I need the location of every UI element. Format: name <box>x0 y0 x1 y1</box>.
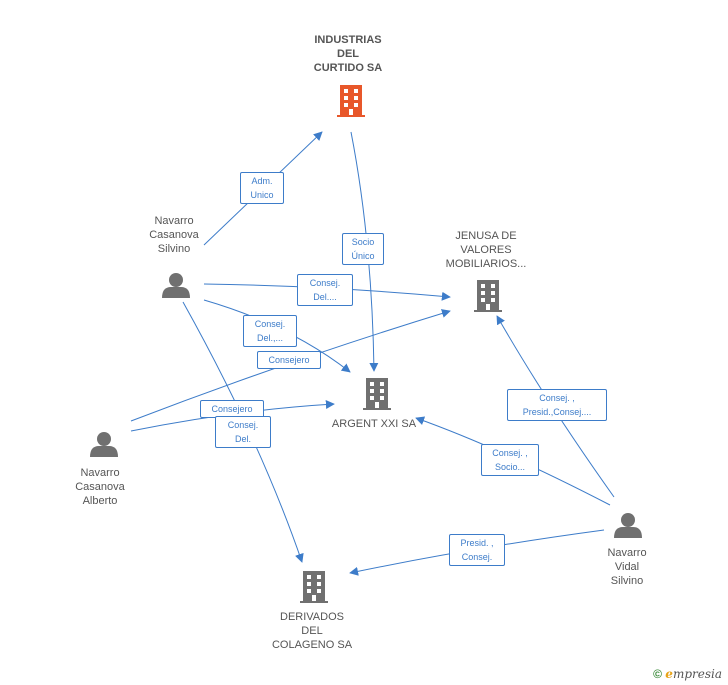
node-label-line: DEL <box>337 48 359 60</box>
edge-label-presid-consej-jenusa[interactable]: Consej. , Presid.,Consej.... <box>507 389 607 421</box>
edge-label-line: Consej. <box>254 319 286 329</box>
node-label-vidal[interactable]: Navarro Vidal Silvino <box>577 546 677 588</box>
node-label-line: CURTIDO SA <box>313 62 383 74</box>
person-icon <box>614 513 642 538</box>
node-label-line: COLAGENO SA <box>271 639 353 651</box>
edge-label-consej-del-jenusa[interactable]: Consej. Del.... <box>297 274 353 306</box>
node-label-industrias[interactable]: INDUSTRIAS DEL CURTIDO SA <box>298 33 398 75</box>
edge-label-line: Del.,... <box>256 333 283 343</box>
node-label-line: DERIVADOS <box>280 611 344 623</box>
building-icon <box>337 85 365 117</box>
node-label-line: JENUSA DE <box>455 230 517 242</box>
edge-label-socio-unico[interactable]: Socio Único <box>342 233 384 265</box>
node-label-line: Vidal <box>614 561 640 573</box>
copyright-symbol: © <box>653 667 662 681</box>
footer-brand[interactable]: © empresia <box>653 667 722 681</box>
node-label-line: Navarro <box>607 547 647 559</box>
edge-label-consej-socio[interactable]: Consej. , Socio... <box>481 444 539 476</box>
edge-label-line: Consej. <box>461 552 493 562</box>
edge-label-line: Presid. , <box>460 538 494 548</box>
node-label-argent[interactable]: ARGENT XXI SA <box>324 417 424 431</box>
edge-label-consejero-jenusa[interactable]: Consejero <box>257 351 321 369</box>
edge-label-line: Único <box>351 251 375 261</box>
building-icon <box>300 571 328 603</box>
brand-name: mpresia <box>672 667 722 681</box>
node-label-line: VALORES <box>460 244 512 256</box>
building-icon <box>363 378 391 410</box>
edge-label-line: Presid.,Consej.... <box>522 407 592 417</box>
edge-label-presid-consej-derivados[interactable]: Presid. , Consej. <box>449 534 505 566</box>
edge-label-consej-del-derivados[interactable]: Consej. Del. <box>215 416 271 448</box>
edge-label-line: Del. <box>234 434 251 444</box>
edge-label-adm-unico[interactable]: Adm. Unico <box>240 172 284 204</box>
node-label-line: DEL <box>301 625 323 637</box>
edge-label-line: Consej. , <box>539 393 575 403</box>
node-label-line: Casanova <box>149 229 199 241</box>
person-icon <box>90 432 118 457</box>
node-label-line: Alberto <box>82 495 118 507</box>
node-label-line: Silvino <box>610 575 644 587</box>
node-label-jenusa[interactable]: JENUSA DE VALORES MOBILIARIOS... <box>436 229 536 271</box>
edge-label-line: Adm. <box>251 176 273 186</box>
edge-label-line: Consej. <box>227 420 259 430</box>
brand-logo-initial: e <box>665 667 673 681</box>
edge-label-line: Consej. <box>309 278 341 288</box>
node-label-line: Navarro <box>154 215 194 227</box>
node-label-line: INDUSTRIAS <box>314 34 382 46</box>
node-label-line: Silvino <box>157 243 191 255</box>
edge-label-line: Socio... <box>494 462 525 472</box>
building-icon <box>474 280 502 312</box>
edge-label-line: Socio <box>351 237 375 247</box>
node-label-line: ARGENT XXI SA <box>331 418 417 430</box>
node-label-silvino[interactable]: Navarro Casanova Silvino <box>124 214 224 256</box>
edge-label-line: Consej. , <box>492 448 528 458</box>
person-icon <box>162 273 190 298</box>
edge-label-line: Del.... <box>313 292 337 302</box>
node-label-line: Casanova <box>75 481 125 493</box>
node-label-derivados[interactable]: DERIVADOS DEL COLAGENO SA <box>262 610 362 652</box>
edge-label-consej-del-argent[interactable]: Consej. Del.,... <box>243 315 297 347</box>
edge-label-line: Unico <box>250 190 274 200</box>
edge-label-line: Consejero <box>211 404 253 414</box>
node-label-line: MOBILIARIOS... <box>445 258 527 270</box>
edge-label-line: Consejero <box>268 355 310 365</box>
node-label-alberto[interactable]: Navarro Casanova Alberto <box>50 466 150 508</box>
node-label-line: Navarro <box>80 467 120 479</box>
edges <box>130 131 615 576</box>
